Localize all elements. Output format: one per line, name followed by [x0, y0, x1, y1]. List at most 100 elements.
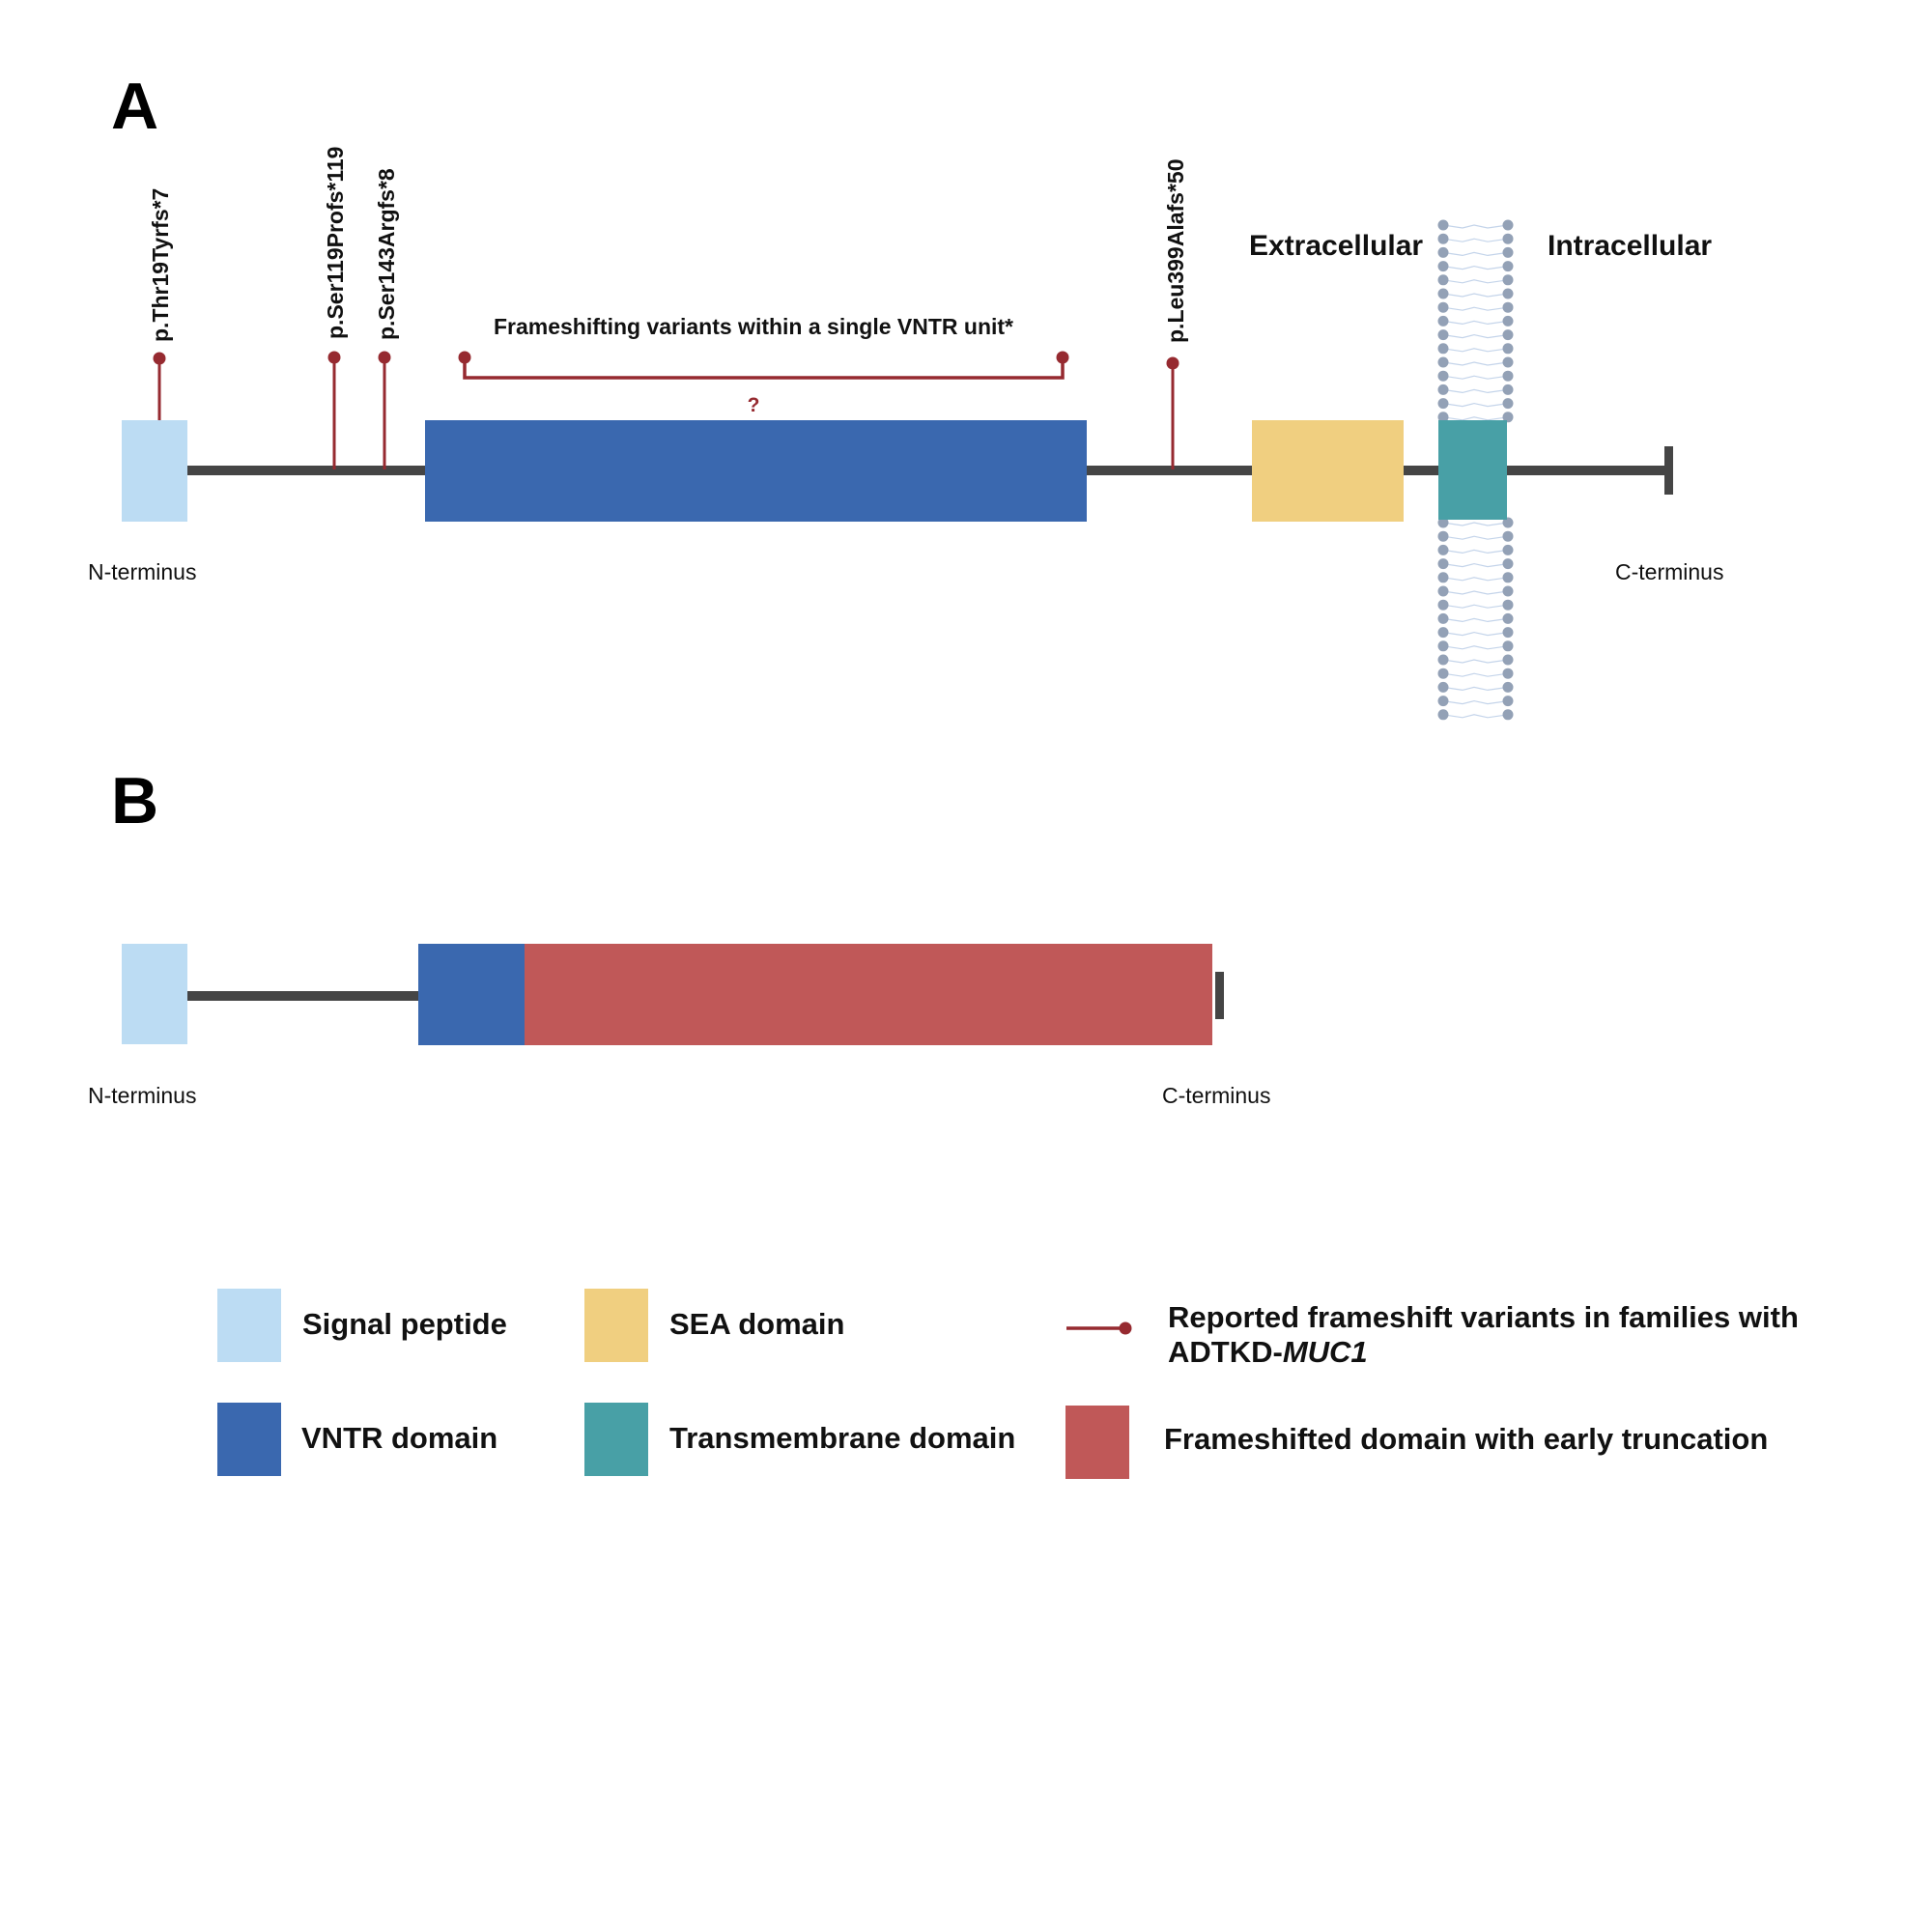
- variant-marker-dot: [327, 351, 341, 364]
- lipid-head: [1437, 315, 1449, 327]
- lipid-head: [1437, 356, 1449, 368]
- lipid-head: [1437, 696, 1449, 707]
- lipid-tail: [1442, 402, 1509, 408]
- lipid-head: [1502, 640, 1514, 652]
- lipid-tail: [1442, 224, 1509, 229]
- lipid-tail: [1442, 320, 1509, 326]
- panel-b-c-terminus-end-cap: [1215, 972, 1224, 1019]
- variant-label-leu399: p.Leu399Alafs*50: [1163, 159, 1188, 343]
- lipid-head: [1437, 219, 1449, 231]
- panel-a-signal-peptide: [122, 420, 187, 522]
- panel-b-vntr-domain: [418, 944, 526, 1045]
- legend-variants-prefix: ADTKD-: [1168, 1335, 1283, 1369]
- lipid-head: [1502, 696, 1514, 707]
- lipid-head: [1437, 412, 1449, 423]
- legend-variant-marker: [1066, 1321, 1132, 1335]
- legend-label-vntr-domain: VNTR domain: [301, 1421, 498, 1455]
- lipid-head: [1502, 356, 1514, 368]
- lipid-head: [1502, 627, 1514, 639]
- lipid-tail: [1442, 535, 1509, 540]
- lipid-head: [1502, 315, 1514, 327]
- bracket-dot-right: [1056, 351, 1069, 364]
- lipid-head: [1437, 612, 1449, 624]
- lipid-tail: [1442, 348, 1509, 353]
- lipid-head: [1502, 654, 1514, 666]
- lipid-tail: [1442, 659, 1509, 664]
- lipid-head: [1502, 233, 1514, 244]
- legend-variants-text: Reported frameshift variants in families…: [1168, 1300, 1799, 1334]
- lipid-head: [1502, 599, 1514, 611]
- lipid-head: [1437, 343, 1449, 355]
- legend-label-transmembrane-domain: Transmembrane domain: [669, 1421, 1016, 1455]
- lipid-head: [1502, 668, 1514, 679]
- lipid-head: [1437, 233, 1449, 244]
- lipid-head: [1437, 329, 1449, 341]
- lipid-head: [1502, 530, 1514, 542]
- legend-label-frameshifted-domain: Frameshifted domain with early truncatio…: [1164, 1422, 1769, 1456]
- lipid-head: [1437, 572, 1449, 583]
- lipid-head: [1502, 558, 1514, 570]
- extracellular-label: Extracellular: [1249, 230, 1423, 262]
- panel-b-c-terminus-label: C-terminus: [1162, 1083, 1270, 1108]
- lipid-head: [1502, 572, 1514, 583]
- lipid-head: [1437, 274, 1449, 286]
- panel-b-signal-peptide: [122, 944, 187, 1044]
- lipid-head: [1502, 274, 1514, 286]
- panel-a-transmembrane-domain: [1438, 420, 1507, 520]
- lipid-head: [1437, 558, 1449, 570]
- variant-marker-dot: [1166, 356, 1179, 370]
- lipid-head: [1437, 246, 1449, 258]
- legend-label-sea-domain: SEA domain: [669, 1307, 845, 1341]
- vntr-bracket-question-mark: ?: [748, 394, 760, 416]
- lipid-head: [1437, 384, 1449, 395]
- lipid-head: [1437, 668, 1449, 679]
- lipid-head: [1502, 412, 1514, 423]
- variant-markers: [153, 351, 1179, 469]
- lipid-tail: [1442, 549, 1509, 554]
- lipid-head: [1437, 585, 1449, 597]
- lipid-head: [1437, 627, 1449, 639]
- lipid-head: [1502, 517, 1514, 528]
- lipid-tail: [1442, 590, 1509, 595]
- lipid-head: [1437, 370, 1449, 382]
- lipid-tail: [1442, 279, 1509, 284]
- lipid-head: [1437, 681, 1449, 693]
- lipid-head: [1502, 544, 1514, 555]
- lipid-head: [1502, 612, 1514, 624]
- bracket-dot-left: [458, 351, 471, 364]
- lipid-tail: [1442, 416, 1509, 421]
- panel-b-n-terminus-label: N-terminus: [88, 1083, 196, 1108]
- lipid-head: [1502, 246, 1514, 258]
- panel-a-label: A: [111, 70, 158, 143]
- lipid-head: [1437, 654, 1449, 666]
- legend-label-reported-variants: Reported frameshift variants in families…: [1168, 1300, 1799, 1370]
- panel-b-backbone: [184, 991, 430, 1001]
- legend-label-signal-peptide: Signal peptide: [302, 1307, 507, 1341]
- lipid-head: [1437, 709, 1449, 721]
- lipid-tail: [1442, 631, 1509, 637]
- lipid-tail: [1442, 265, 1509, 270]
- panel-a-c-terminus-end-cap: [1664, 446, 1673, 495]
- lipid-head: [1502, 370, 1514, 382]
- lipid-tail: [1442, 699, 1509, 705]
- lipid-head: [1437, 261, 1449, 272]
- vntr-variant-bracket: [458, 351, 1069, 380]
- bracket-line: [463, 357, 1065, 380]
- legend-swatch-vntr-domain: [217, 1403, 281, 1476]
- variant-marker-dot: [378, 351, 391, 364]
- lipid-bilayer-membrane: [1437, 219, 1514, 721]
- variant-label-ser143: p.Ser143Argfs*8: [374, 168, 399, 340]
- legend-swatch-signal-peptide: [217, 1289, 281, 1362]
- legend-swatch-transmembrane-domain: [584, 1403, 648, 1476]
- panel-b-label: B: [111, 764, 158, 838]
- lipid-head: [1437, 530, 1449, 542]
- lipid-tail: [1442, 672, 1509, 677]
- lipid-head: [1502, 398, 1514, 410]
- lipid-tail: [1442, 361, 1509, 366]
- legend-swatch-frameshifted-domain: [1065, 1406, 1129, 1479]
- lipid-tail: [1442, 333, 1509, 339]
- legend-variant-dot: [1119, 1321, 1132, 1335]
- lipid-tail: [1442, 577, 1509, 582]
- lipid-tail: [1442, 306, 1509, 311]
